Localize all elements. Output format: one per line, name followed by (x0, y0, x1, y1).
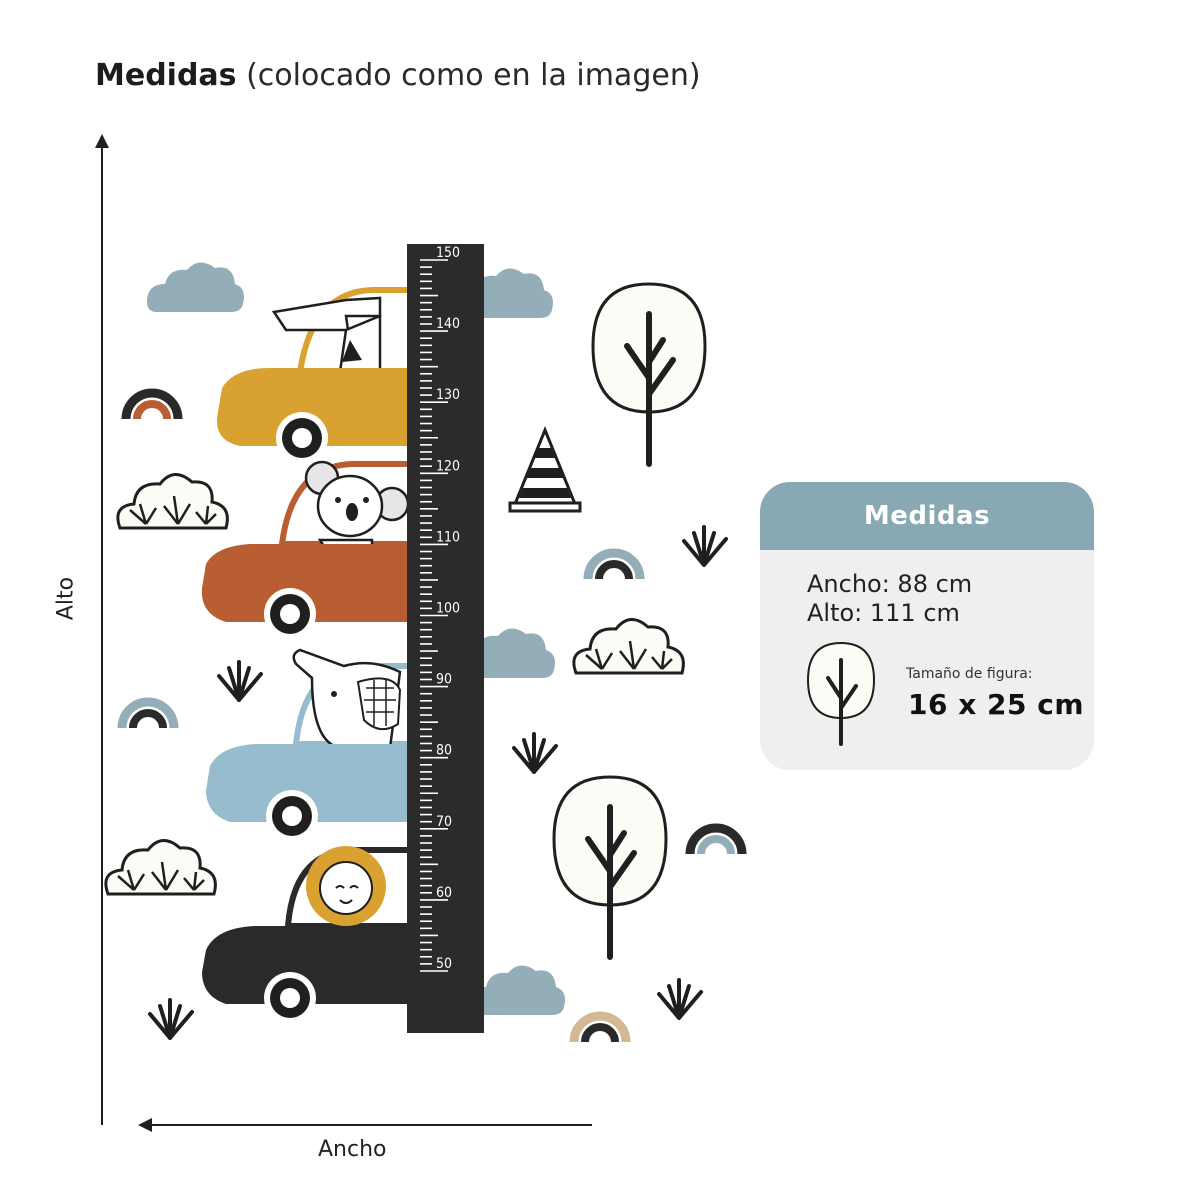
traffic-cone (508, 426, 582, 513)
axis-label-alto: Alto (53, 576, 79, 621)
ruler-label: 140 (436, 316, 460, 332)
ruler-label: 90 (436, 672, 452, 688)
tree-decoration (593, 284, 705, 464)
car-blue-elephant (206, 648, 413, 842)
ruler-label: 130 (436, 387, 460, 403)
card-ancho-value: Ancho: 88 cm (807, 570, 973, 598)
rainbow-decoration (126, 393, 178, 419)
page-title-subtitle: (colocado como en la imagen) (246, 58, 701, 93)
page-title-bold: Medidas (95, 58, 237, 93)
bush-decoration (572, 617, 685, 675)
bush-decoration (116, 472, 229, 530)
ruler-label: 70 (436, 814, 452, 830)
ruler-label: 120 (436, 458, 460, 474)
ruler-label: 150 (436, 245, 460, 261)
cloud-decoration (147, 262, 244, 312)
axis-horizontal-arrow (138, 1118, 592, 1132)
grass-decoration (217, 660, 263, 702)
ruler-label: 50 (436, 956, 452, 972)
axis-vertical-arrow (95, 134, 109, 1125)
ruler-label: 110 (436, 529, 460, 545)
car-yellow-crocodile (216, 287, 413, 464)
card-header: Medidas (760, 482, 1094, 550)
rainbow-decoration (574, 1016, 626, 1042)
grass-decoration (148, 998, 194, 1040)
rainbow-decoration (690, 828, 742, 854)
card-alto-value: Alto: 111 cm (807, 599, 960, 627)
ruler-label: 60 (436, 885, 452, 901)
car-rust-koala (201, 460, 413, 640)
rainbow-decoration (122, 702, 174, 728)
car-black-lion (202, 846, 413, 1024)
height-ruler (407, 244, 484, 1033)
ruler-label: 100 (436, 601, 460, 617)
grass-decoration (682, 525, 728, 567)
page-title: Medidas (colocado como en la imagen) (95, 58, 701, 93)
tree-icon (806, 641, 876, 746)
ruler-label: 80 (436, 743, 452, 759)
grass-decoration (512, 732, 558, 774)
tree-decoration (554, 777, 666, 957)
grass-decoration (657, 978, 703, 1020)
axis-label-ancho: Ancho (318, 1137, 387, 1162)
bush-decoration (104, 838, 217, 896)
card-figure-size: 16 x 25 cm (908, 688, 1085, 721)
rainbow-decoration (588, 553, 640, 579)
card-figure-label: Tamaño de figura: (906, 666, 1033, 682)
measurements-card: Medidas Ancho: 88 cm Alto: 111 cm Tamaño… (760, 482, 1094, 770)
